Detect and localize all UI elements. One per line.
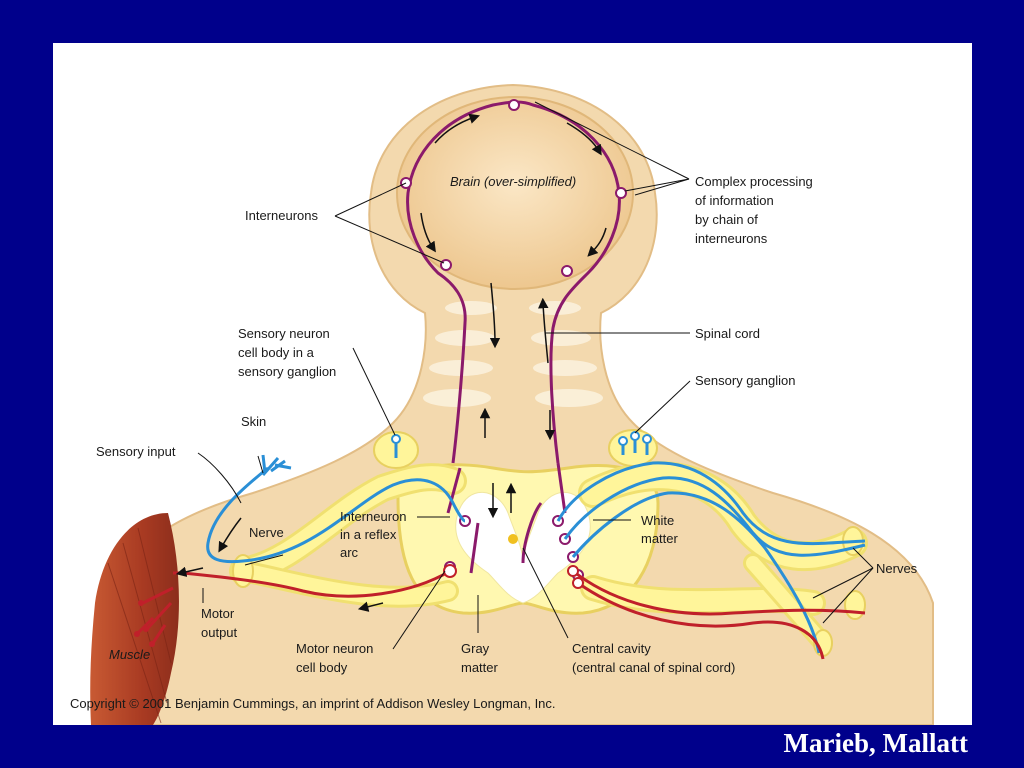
interneuron-reflex-arc-label: Interneuron in a reflex arc [340, 509, 410, 560]
nerves-label: Nerves [876, 561, 918, 576]
leader-lines [197, 101, 874, 650]
spinal-cord-label: Spinal cord [695, 326, 760, 341]
body-silhouette [112, 83, 934, 725]
nervous-system-diagram: Brain (over-simplified) Complex processi… [90, 83, 934, 725]
central-canal [508, 534, 518, 544]
sensory-neuron-cell-body-label: Sensory neuron cell body in a sensory ga… [238, 326, 336, 379]
skin-label: Skin [241, 414, 266, 429]
sensory-ganglion-label: Sensory ganglion [695, 373, 795, 388]
brain [396, 96, 634, 290]
nerve-label: Nerve [249, 525, 284, 540]
author-credit: Marieb, Mallatt [783, 728, 968, 758]
figure-panel: Brain (over-simplified) Complex processi… [53, 43, 972, 725]
central-cavity-label: Central cavity (central canal of spinal … [572, 641, 735, 675]
motor-neuron-cell-body-label: Motor neuron cell body [296, 641, 377, 675]
flow-arrows [175, 113, 607, 612]
copyright-notice: Copyright © 2001 Benjamin Cummings, an i… [70, 696, 556, 711]
interneurons-label: Interneurons [245, 208, 318, 223]
motor-output-label: Motor output [201, 606, 238, 640]
muscle [90, 513, 179, 725]
complex-processing-label: Complex processing of information by cha… [695, 174, 816, 246]
motor-neurons [136, 569, 866, 660]
gray-matter-label: Gray matter [461, 641, 499, 675]
muscle-label: Muscle [109, 647, 150, 662]
white-matter-label: White matter [641, 513, 679, 546]
brain-label: Brain (over-simplified) [450, 174, 576, 189]
sensory-neurons [206, 438, 866, 654]
sensory-input-label: Sensory input [96, 444, 176, 459]
